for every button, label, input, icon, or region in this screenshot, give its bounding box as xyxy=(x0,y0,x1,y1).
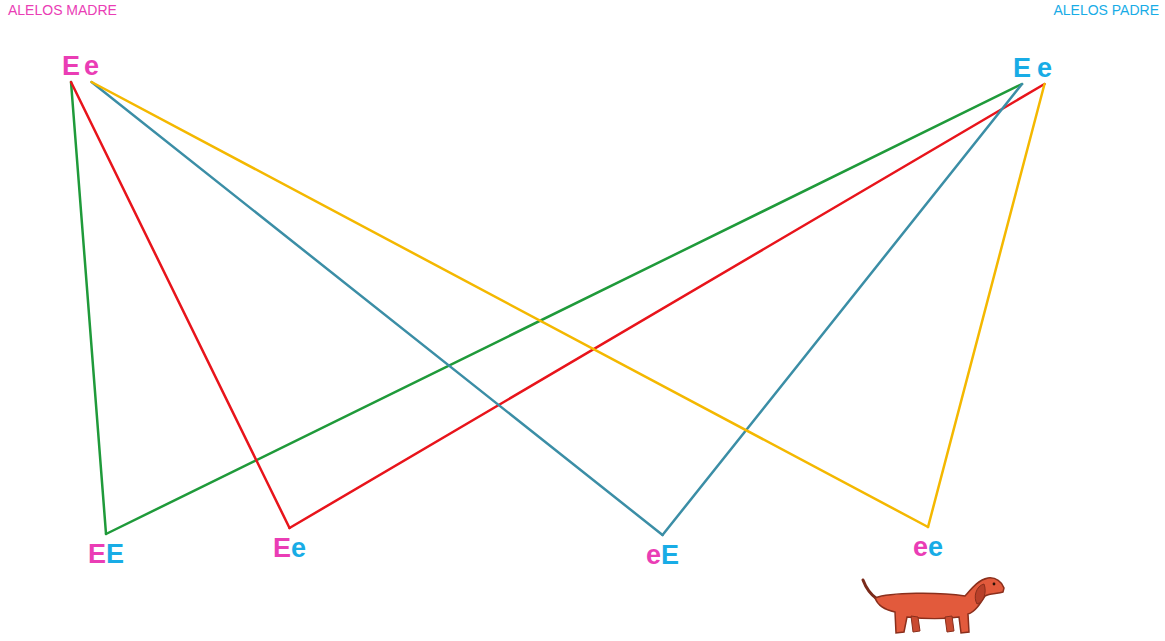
allele-letter: E xyxy=(88,540,106,568)
dog-back-legs xyxy=(911,616,954,632)
side-heading: ALELOS PADRE xyxy=(1053,2,1159,18)
dog-body xyxy=(875,578,1004,633)
allele-letter: E xyxy=(1013,54,1031,82)
allele-letter: E xyxy=(106,540,124,568)
father-allele: E xyxy=(1011,48,1033,84)
allele-letter: e xyxy=(928,533,943,561)
allele-letter: e xyxy=(291,534,306,562)
allele-letter: e xyxy=(913,533,928,561)
inheritance-line xyxy=(663,84,1022,535)
offspring-genotype: eE xyxy=(644,535,681,571)
allele-letter: E xyxy=(273,534,291,562)
offspring-genotype: Ee xyxy=(271,528,308,564)
dog-ear xyxy=(975,584,985,604)
mother-allele: E xyxy=(60,46,82,82)
inheritance-line xyxy=(92,82,663,535)
dog-eye xyxy=(993,583,996,586)
side-heading: ALELOS MADRE xyxy=(8,2,117,18)
father-allele: e xyxy=(1035,48,1054,84)
mother-allele: e xyxy=(82,46,101,82)
allele-letter: e xyxy=(646,541,661,569)
allele-letter: E xyxy=(62,52,80,80)
inheritance-line xyxy=(92,82,929,527)
inheritance-line xyxy=(928,84,1044,527)
inheritance-line xyxy=(290,84,1045,528)
allele-letter: e xyxy=(1037,54,1052,82)
inheritance-line xyxy=(71,82,106,534)
offspring-genotype: ee xyxy=(911,527,945,563)
inheritance-line xyxy=(106,84,1022,534)
offspring-genotype: EE xyxy=(86,534,126,570)
inheritance-line xyxy=(71,82,290,528)
dog-tail xyxy=(863,580,877,599)
allele-letter: E xyxy=(661,541,679,569)
allele-letter: e xyxy=(84,52,99,80)
